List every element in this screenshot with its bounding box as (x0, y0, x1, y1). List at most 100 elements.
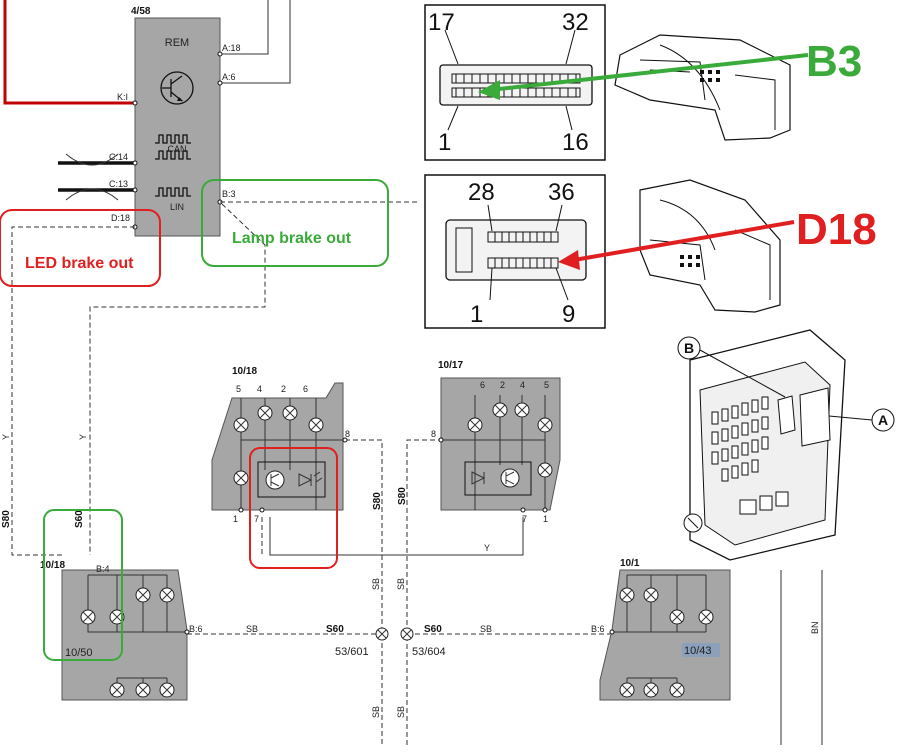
lamp-unit-10-17: 10/17 6 2 4 5 8 7 1 (431, 360, 561, 524)
lin-signal-icon (155, 187, 191, 197)
pin-b3: B:3 (222, 189, 236, 199)
phototransistor-icon (500, 468, 520, 488)
wire-a6 (220, 0, 291, 84)
lamp-id: 10/1 (620, 558, 640, 569)
bulb-icon (537, 462, 553, 478)
pin-a18: A:18 (222, 43, 241, 53)
can-label: CAN (167, 144, 186, 154)
led-icon (471, 471, 486, 485)
pin-number: 36 (548, 179, 575, 206)
rem-module: 4/58 REM CAN LIN A:18 A:6 K:I C:14 C:13 … (109, 6, 241, 237)
led-driver-box (464, 461, 532, 496)
twist-icon (65, 188, 119, 201)
pin-label: B:6 (591, 624, 605, 634)
label-y: Y (78, 434, 88, 440)
pin-number: 4 (257, 384, 262, 394)
label-y: Y (1, 434, 11, 440)
sub-id: 10/50 (65, 647, 93, 659)
rem-box (134, 17, 221, 237)
bulb-icon (135, 587, 151, 603)
wire-s80-right (406, 439, 441, 745)
lamp-unit-10-18: 10/18 5 4 2 6 8 1 7 (211, 366, 350, 524)
callout-d18: D18 (796, 205, 877, 254)
bulb-icon (514, 402, 530, 418)
pin-label: B:4 (96, 564, 110, 574)
lamp-internal-wires (441, 395, 546, 510)
sub-id: 10/43 (684, 645, 712, 657)
wire-labels: Y Y S80 S60 S80 S80 Y SB S60 S60 SB SB S… (1, 434, 820, 718)
label-sb: SB (480, 624, 492, 634)
label-y: Y (484, 543, 490, 553)
bulb-icon (233, 417, 249, 433)
leader-line (828, 415, 873, 421)
bulb-icon (282, 405, 298, 421)
pin-number: 1 (543, 514, 548, 524)
pin-number: 5 (544, 380, 549, 390)
pin-number: 9 (562, 301, 575, 328)
label-b: B (684, 340, 694, 356)
label-53-604: 53/604 (412, 646, 446, 658)
arrow-head-icon (558, 250, 580, 270)
bulb-icon (698, 609, 714, 625)
pin-number: 6 (303, 384, 308, 394)
label-bn: BN (810, 621, 820, 634)
pin-number: 1 (470, 301, 483, 328)
transistor-icon (160, 71, 194, 105)
lamp-id: 10/18 (232, 366, 257, 377)
pin-number: 32 (562, 9, 589, 36)
rem-title: REM (165, 37, 189, 49)
callout-b3: B3 (806, 37, 862, 86)
lamp-internal-wires (87, 574, 187, 633)
bulb-icon (109, 609, 125, 625)
connector-b3-panel: 17 32 1 16 B3 (424, 4, 862, 161)
red-supply-wire (3, 0, 135, 105)
label-a-circle (871, 408, 895, 432)
lamp-unit-bottom-right: 10/1 B:6 10/43 (591, 558, 731, 701)
pin-number: 17 (428, 9, 455, 36)
pin-c14: C:14 (109, 152, 128, 162)
bulb-icon (257, 405, 273, 421)
arrow-head-icon (478, 80, 500, 100)
pin-d18: D:18 (111, 213, 130, 223)
label-sb: SB (371, 706, 381, 718)
bulb-icon (467, 417, 483, 433)
bulb-icon (308, 417, 324, 433)
bulb-icon (159, 682, 175, 698)
bulb-icon (619, 682, 635, 698)
connector-3d-sketch (614, 34, 791, 141)
leader-line (699, 349, 786, 398)
pin-number: 7 (254, 514, 259, 524)
can-signal-icon (155, 134, 191, 144)
bulb-icon (537, 417, 553, 433)
led-icon (298, 471, 323, 487)
lamp-unit-bottom-left: 10/18 B:4 B:6 10/50 (40, 560, 203, 701)
label-sb: SB (246, 624, 258, 634)
pin-number: 8 (345, 429, 350, 439)
signal-wires (11, 201, 823, 745)
label-b-circle (677, 336, 701, 360)
pin-c13: C:13 (109, 179, 128, 189)
label-a: A (878, 412, 888, 428)
bulb-icon (643, 682, 659, 698)
fuse-grid (711, 396, 789, 515)
pin-number: 28 (468, 179, 495, 206)
pin-number: 5 (236, 384, 241, 394)
wire-s80-left (345, 439, 383, 745)
callout-lamp: Lamp brake out (232, 230, 352, 247)
highlight-box (682, 643, 720, 657)
pin-number: 1 (438, 129, 451, 156)
pin-number: 8 (431, 429, 436, 439)
rem-number: 4/58 (131, 6, 151, 17)
highlight-lamp (201, 179, 389, 267)
wire-b3-led (89, 203, 266, 555)
rem-input-wires (3, 0, 291, 201)
wire-y-link (269, 517, 524, 556)
lin-label: LIN (170, 202, 184, 212)
pin-number: 2 (500, 380, 505, 390)
connector-face (445, 204, 587, 301)
bulb-icon (669, 609, 685, 625)
pin-a6: A:6 (222, 72, 236, 82)
bulb-icon (159, 587, 175, 603)
pin-number: 4 (520, 380, 525, 390)
